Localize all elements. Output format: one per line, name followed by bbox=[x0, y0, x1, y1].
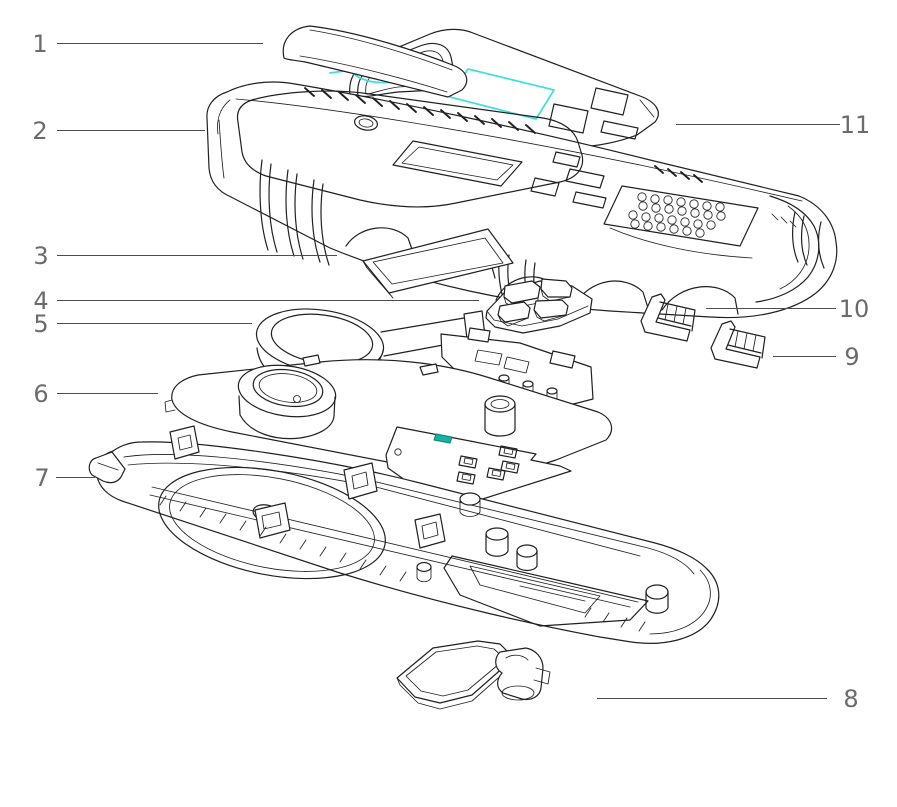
callout-label-8: 8 bbox=[843, 685, 859, 713]
pcb-switches bbox=[456, 445, 520, 485]
callout-label-9: 9 bbox=[844, 343, 860, 371]
leader-line-9 bbox=[773, 356, 836, 357]
part-8-battery-door bbox=[396, 640, 551, 710]
leader-line-2 bbox=[57, 130, 205, 131]
callout-label-2: 2 bbox=[32, 117, 48, 145]
leader-line-4 bbox=[57, 300, 479, 301]
callout-label-10: 10 bbox=[838, 295, 870, 323]
part-4-button-pad bbox=[485, 278, 593, 334]
part-7-bottom-housing bbox=[88, 425, 720, 644]
leader-line-10 bbox=[706, 308, 836, 309]
pcb-component-teal bbox=[433, 433, 453, 444]
part-9-clip bbox=[710, 320, 766, 369]
leader-line-3 bbox=[57, 255, 337, 256]
part-3-display-lens bbox=[362, 228, 514, 299]
leader-line-6 bbox=[57, 393, 158, 394]
leader-line-7 bbox=[56, 477, 95, 478]
part-1-label-strip bbox=[282, 25, 468, 98]
speaker-dot-grid bbox=[628, 192, 726, 238]
leader-line-5 bbox=[57, 323, 252, 324]
part-10-clip bbox=[640, 293, 696, 342]
pcb-assembly bbox=[385, 426, 572, 504]
callout-label-11: 11 bbox=[839, 111, 871, 139]
leader-line-11 bbox=[676, 124, 840, 125]
leader-line-8 bbox=[597, 698, 827, 699]
callout-label-3: 3 bbox=[33, 242, 49, 270]
callout-label-1: 1 bbox=[32, 30, 48, 58]
callout-label-5: 5 bbox=[33, 310, 49, 338]
callout-label-4: 4 bbox=[33, 287, 49, 315]
callout-label-7: 7 bbox=[34, 464, 50, 492]
callout-label-6: 6 bbox=[33, 380, 49, 408]
shell-hatch bbox=[159, 495, 646, 632]
part-6-chassis-plate bbox=[164, 354, 613, 475]
leader-line-1 bbox=[57, 43, 263, 44]
